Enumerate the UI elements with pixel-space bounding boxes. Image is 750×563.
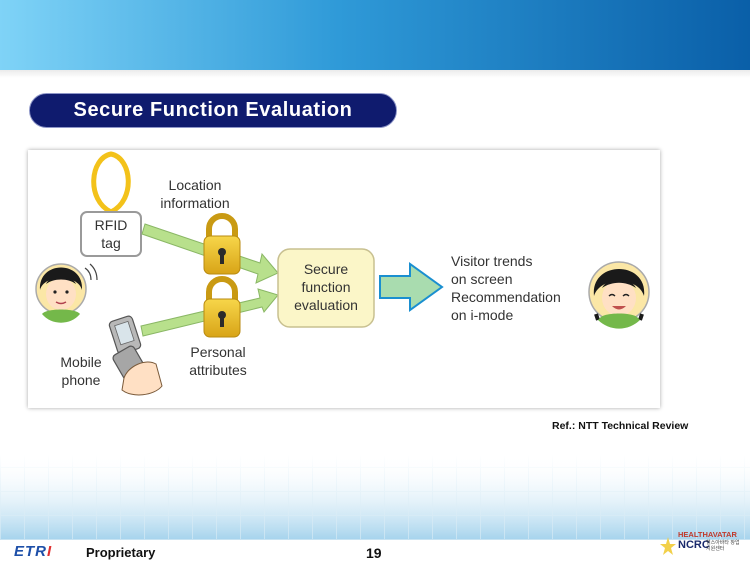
personal-label-line1: Personal xyxy=(190,344,245,360)
rfid-label-line1: RFID xyxy=(95,217,128,233)
output-arrow xyxy=(379,262,444,312)
personal-label-line2: attributes xyxy=(189,362,247,378)
reference-note: Ref.: NTT Technical Review xyxy=(552,420,689,432)
proprietary-label: Proprietary xyxy=(86,545,156,560)
footer-grid-background xyxy=(0,455,750,540)
star-icon xyxy=(660,537,676,555)
output-label-line2: on screen xyxy=(451,271,512,287)
logo-sub-text: 헬스아바타 창업지원센터 xyxy=(706,540,740,552)
user-face-icon-right xyxy=(588,261,650,329)
logo-top-text: HEALTHAVATAR xyxy=(678,530,737,539)
etri-logo-text-left: ETR xyxy=(14,543,47,560)
rfid-tag-box xyxy=(80,211,142,257)
mobile-label-line1: Mobile xyxy=(60,354,101,370)
lock-icon-bottom xyxy=(203,276,241,338)
etri-logo-text-right: I xyxy=(47,543,53,560)
diagram-figure: RFID tag Location information xyxy=(28,150,660,408)
user-face-icon-left xyxy=(35,263,98,323)
page-number: 19 xyxy=(366,545,382,561)
mobile-label-line2: phone xyxy=(62,372,101,388)
location-label-line1: Location xyxy=(169,177,222,193)
diagram-svg: RFID tag Location information xyxy=(35,151,650,396)
output-label-line3: Recommendation xyxy=(451,289,561,305)
sfe-box xyxy=(277,248,375,328)
rfid-label-line2: tag xyxy=(101,235,120,251)
sfe-label-line1: Secure xyxy=(304,261,349,277)
etri-logo: ETRI xyxy=(14,543,52,560)
header-band xyxy=(0,0,750,70)
sfe-label-line3: evaluation xyxy=(294,297,358,313)
logo-main-text: NCRC xyxy=(678,539,710,551)
sfe-label-line2: function xyxy=(301,279,350,295)
output-label-line4: on i-mode xyxy=(451,307,513,323)
mobile-phone-icon xyxy=(108,315,163,396)
healthavatar-logo: HEALTHAVATAR NCRC 헬스아바타 창업지원센터 xyxy=(660,528,740,560)
footer-bar xyxy=(0,540,750,563)
rfid-ring-icon xyxy=(91,151,131,215)
location-label-line2: information xyxy=(160,195,229,211)
output-label-line1: Visitor trends xyxy=(451,253,532,269)
slide-title: Secure Function Evaluation xyxy=(29,93,397,128)
header-shadow xyxy=(0,70,750,78)
lock-icon-top xyxy=(203,213,241,275)
